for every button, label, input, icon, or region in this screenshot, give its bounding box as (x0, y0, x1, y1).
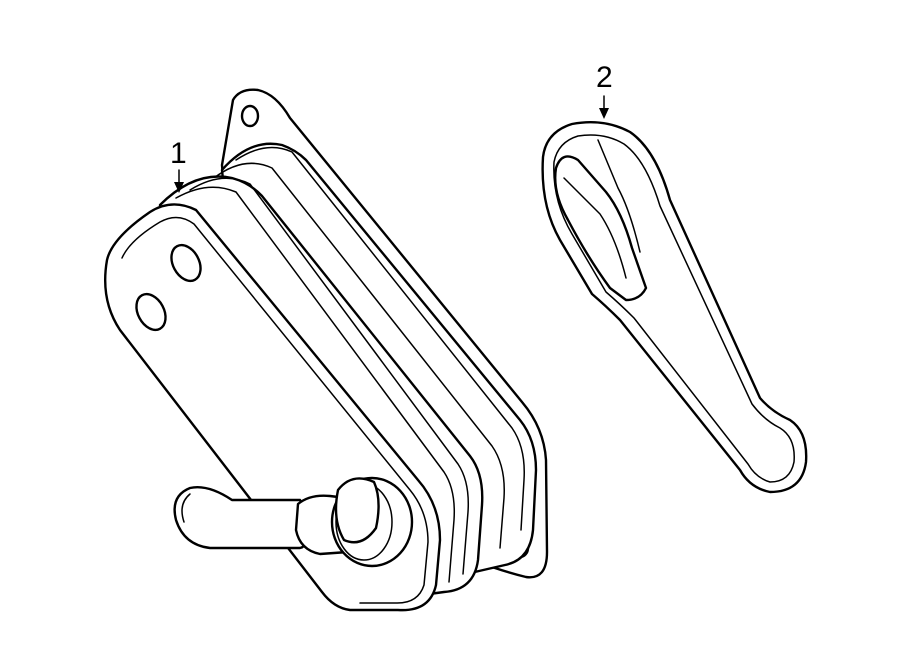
plate-edge-4 (175, 186, 456, 583)
gasket-cutout-edge (563, 177, 627, 279)
callout-2-label: 2 (596, 61, 613, 94)
gasket-rib (597, 139, 641, 253)
callout-1-label: 1 (170, 137, 187, 170)
port-lower (135, 292, 167, 332)
callout-2-arrowhead (599, 108, 609, 119)
plate-edge-3 (189, 177, 470, 575)
gasket-inner-edge (553, 134, 795, 483)
callout-1[interactable]: 1 (170, 137, 187, 193)
flange-hole-top (240, 104, 260, 128)
plate-edge-1 (235, 146, 525, 531)
gasket-icon[interactable] (541, 121, 808, 494)
port-upper (170, 243, 202, 283)
pipe-fitting-cap (334, 477, 380, 544)
front-face-inner-edge (121, 216, 429, 604)
oil-cooler-icon[interactable] (104, 88, 549, 612)
pipe-bend-detail (181, 493, 191, 523)
callout-1-arrowhead (174, 182, 184, 193)
plate-edge-2 (213, 162, 505, 549)
callout-2[interactable]: 2 (596, 61, 613, 119)
